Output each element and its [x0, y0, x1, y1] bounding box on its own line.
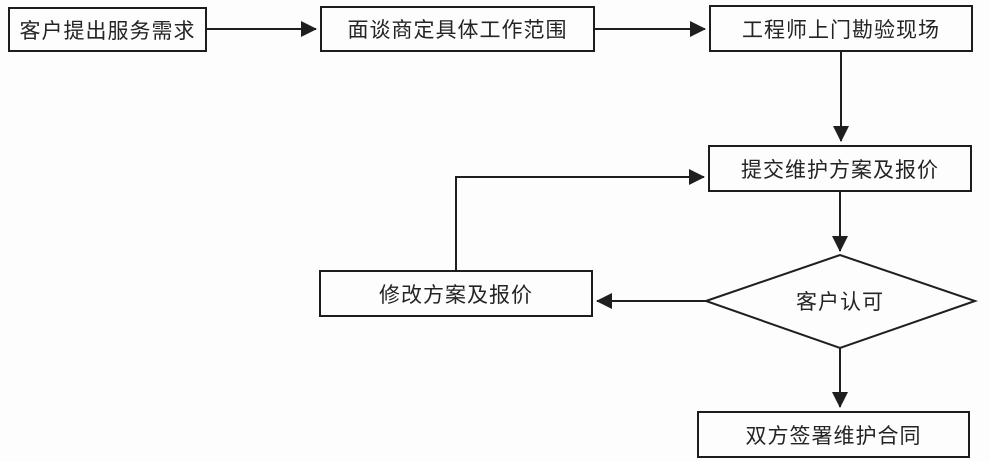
decision-diamond-shape — [702, 253, 979, 350]
decision-customer-approval-label: 客户认可 — [796, 290, 884, 314]
arrow-revise-to-submit — [455, 169, 705, 270]
flow-node-customer-request-label: 客户提出服务需求 — [19, 18, 196, 43]
flow-node-submit-plan-label: 提交维护方案及报价 — [741, 157, 939, 182]
flow-node-revise-plan: 修改方案及报价 — [319, 270, 593, 317]
flow-node-interview-scope-label: 面谈商定具体工作范围 — [347, 18, 568, 42]
flow-node-submit-plan: 提交维护方案及报价 — [708, 145, 972, 192]
flow-node-revise-plan-label: 修改方案及报价 — [379, 282, 533, 307]
flow-node-sign-contract-label: 双方签署维护合同 — [745, 423, 922, 448]
decision-customer-approval: 客户认可 — [740, 288, 940, 314]
flow-node-engineer-survey: 工程师上门勘验现场 — [709, 5, 973, 52]
flow-node-sign-contract: 双方签署维护合同 — [697, 411, 970, 458]
flow-node-customer-request: 客户提出服务需求 — [8, 7, 207, 52]
flow-node-interview-scope: 面谈商定具体工作范围 — [320, 6, 595, 52]
flow-node-engineer-survey-label: 工程师上门勘验现场 — [742, 17, 940, 42]
